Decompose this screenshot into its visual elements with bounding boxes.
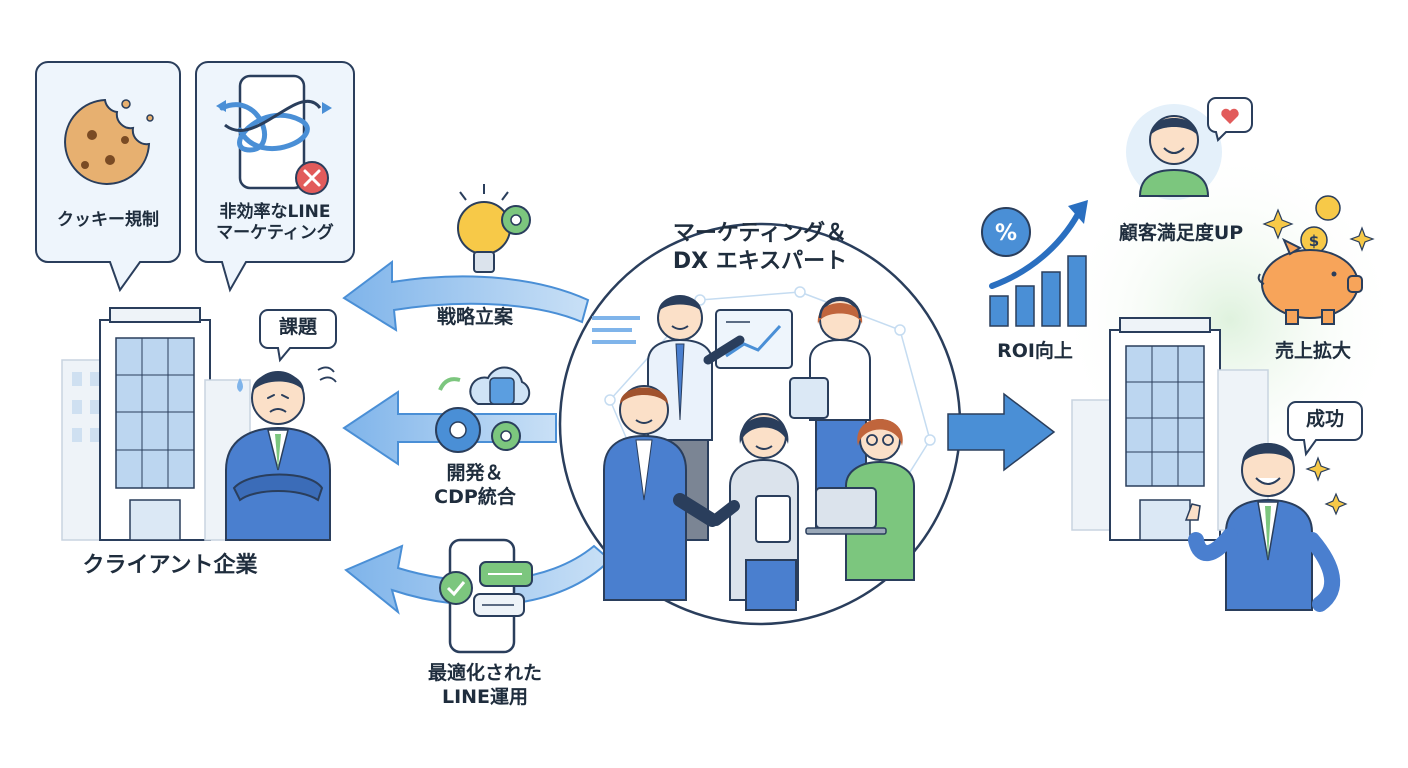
pain-point-line-label-2: マーケティング	[216, 223, 334, 244]
service-strategy-label: 戦略立案	[436, 306, 513, 328]
success-badge-bubble	[1287, 401, 1363, 457]
team-handshake-woman	[710, 413, 799, 611]
piggy-bank-icon: $	[1257, 195, 1363, 325]
center-to-outcome-arrow	[947, 392, 1056, 472]
cookie-icon	[64, 98, 154, 185]
presentation-board	[715, 309, 793, 369]
expert-title-line-2: DX エキスパート	[672, 248, 848, 274]
expert-title: マーケティング＆ DX エキスパート	[620, 220, 900, 275]
outcome-roi-label: ROI向上	[997, 340, 1073, 362]
service-development-label-2: CDP統合	[434, 485, 516, 508]
worried-businessman	[225, 366, 337, 541]
team-handshake-man	[603, 385, 719, 601]
service-development-label: 開発＆ CDP統合	[410, 462, 540, 510]
pain-point-line-label-1: 非効率なLINE	[219, 202, 331, 222]
tangled-phone-icon	[216, 74, 332, 195]
client-company-label: クライアント企業	[82, 553, 258, 578]
expert-title-line-1: マーケティング＆	[672, 221, 848, 246]
arrow-strategy	[342, 260, 590, 332]
arrow-line-operation	[344, 544, 612, 615]
svg-text:%: %	[995, 221, 1017, 246]
success-badge-label: 成功	[1305, 408, 1344, 430]
outcome-sales-label: 売上拡大	[1274, 340, 1351, 362]
problem-badge-bubble	[259, 309, 337, 363]
client-buildings	[61, 307, 251, 541]
roi-growth-chart-icon: %	[981, 200, 1088, 327]
success-buildings	[1071, 317, 1269, 541]
problem-badge-label: 課題	[278, 316, 317, 338]
outcome-satisfaction-label: 顧客満足度UP	[1118, 222, 1244, 244]
gears-cloud-icon	[435, 366, 531, 453]
svg-text:$: $	[1309, 232, 1319, 250]
phone-chat-icon	[439, 538, 533, 654]
service-line-operation-label: 最適化された LINE運用	[400, 662, 570, 710]
service-line-operation-label-1: 最適化された	[427, 662, 542, 684]
service-line-operation-label-2: LINE運用	[441, 685, 529, 708]
service-development-label-1: 開発＆	[446, 462, 504, 484]
successful-businessman	[1184, 443, 1341, 612]
pain-point-cookie-label: クッキー規制	[57, 210, 159, 230]
team-laptop-woman	[805, 419, 915, 581]
lightbulb-gear-icon	[457, 184, 531, 273]
happy-customer-icon	[1126, 97, 1253, 200]
pain-point-line-label: 非効率なLINE マーケティング	[196, 202, 354, 245]
